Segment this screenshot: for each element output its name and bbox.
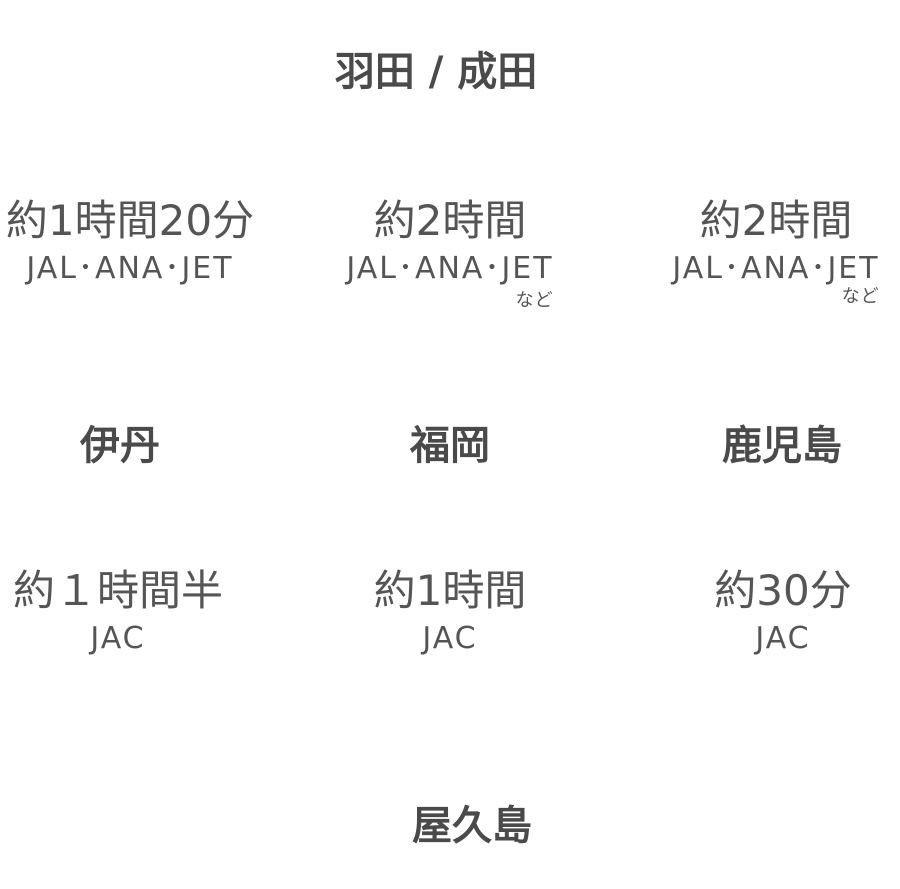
airline-names: JAC — [90, 621, 146, 656]
flight-time: 約30分 — [714, 566, 852, 615]
airline-names: JAL･ANA･JET など — [672, 251, 880, 306]
etc-note: など — [515, 290, 554, 311]
route-itami-yakushima: 約１時間半 JAC — [13, 570, 223, 654]
route-fukuoka-yakushima: 約1時間 JAC — [374, 570, 527, 654]
route-kagoshima-yakushima: 約30分 JAC — [714, 570, 851, 654]
route-origin-fukuoka: 約2時間 JAL･ANA･JET など — [346, 196, 554, 310]
route-origin-itami: 約1時間20分 JAL･ANA･JET — [6, 200, 254, 284]
destination-yakushima: 屋久島 — [412, 803, 532, 849]
flight-time: 約2時間 — [699, 196, 853, 245]
hub-kagoshima: 鹿児島 — [722, 423, 842, 469]
airline-text: JAL･ANA･JET — [672, 251, 880, 286]
hub-fukuoka: 福岡 — [410, 423, 490, 469]
hub-itami: 伊丹 — [80, 423, 160, 469]
flight-time: 約1時間20分 — [5, 196, 255, 245]
airline-names: JAL･ANA･JET — [6, 254, 254, 284]
flight-time: 約2時間 — [373, 196, 527, 245]
flight-time: 約1時間 — [373, 566, 527, 615]
airline-text: JAL･ANA･JET — [346, 251, 554, 286]
etc-note: など — [841, 286, 880, 307]
airline-names: JAC — [422, 621, 478, 656]
origin-airports: 羽田 / 成田 — [334, 49, 538, 95]
airline-names: JAC — [755, 621, 811, 656]
airline-names: JAL･ANA･JET など — [346, 251, 554, 310]
flight-time: 約１時間半 — [12, 566, 224, 615]
route-origin-kagoshima: 約2時間 JAL･ANA･JET など — [672, 196, 880, 306]
airline-text: JAL･ANA･JET — [26, 251, 234, 286]
